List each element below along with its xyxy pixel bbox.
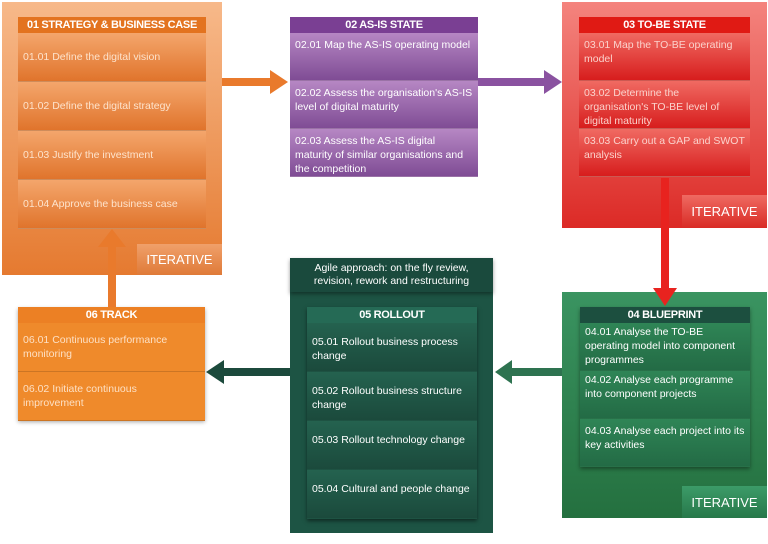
list-item: 02.02 Assess the organisation's AS-IS le… <box>290 81 478 129</box>
list-item: 01.04 Approve the business case <box>18 180 206 229</box>
list-item: 05.03 Rollout technology change <box>307 421 477 470</box>
list-item: 03.02 Determine the organisation's TO-BE… <box>579 81 750 129</box>
list-item: 05.01 Rollout business process change <box>307 323 477 372</box>
stage-02-panel: 02 AS-IS STATE 02.01 Map the AS-IS opera… <box>290 17 478 178</box>
arrow-02-to-03 <box>478 70 562 94</box>
arrow-04-to-05 <box>495 360 562 384</box>
list-item: 06.02 Initiate continuous improvement <box>18 372 205 421</box>
stage-05-note: Agile approach: on the fly review, revis… <box>290 258 493 292</box>
stage-03-iterative-badge: ITERATIVE <box>682 195 767 228</box>
list-item: 04.03 Analyse each project into its key … <box>580 419 750 467</box>
stage-04-iterative-badge: ITERATIVE <box>682 486 767 518</box>
arrow-01-to-02 <box>222 70 288 94</box>
list-item: 02.01 Map the AS-IS operating model <box>290 33 478 81</box>
arrow-06-to-01 <box>98 229 126 307</box>
arrow-03-to-04 <box>653 178 677 306</box>
stage-01-panel: 01 STRATEGY & BUSINESS CASE 01.01 Define… <box>2 2 222 275</box>
stage-05-title: 05 ROLLOUT <box>307 307 477 323</box>
stage-03-list: 03 TO-BE STATE 03.01 Map the TO-BE opera… <box>579 17 750 177</box>
list-item: 04.02 Analyse each programme into compon… <box>580 371 750 419</box>
list-item: 02.03 Assess the AS-IS digital maturity … <box>290 129 478 177</box>
list-item: 06.01 Continuous performance monitoring <box>18 323 205 372</box>
stage-04-panel: 04 BLUEPRINT 04.01 Analyse the TO-BE ope… <box>562 292 767 518</box>
stage-05-list: 05 ROLLOUT 05.01 Rollout business proces… <box>307 307 477 519</box>
list-item: 04.01 Analyse the TO-BE operating model … <box>580 323 750 371</box>
list-item: 01.03 Justify the investment <box>18 131 206 180</box>
list-item: 03.03 Carry out a GAP and SWOT analysis <box>579 129 750 177</box>
stage-01-iterative-badge: ITERATIVE <box>137 244 222 275</box>
stage-05-panel: Agile approach: on the fly review, revis… <box>290 258 493 533</box>
stage-01-items: 01.01 Define the digital vision 01.02 De… <box>18 33 206 229</box>
list-item: 05.02 Rollout business structure change <box>307 372 477 421</box>
list-item: 01.02 Define the digital strategy <box>18 82 206 131</box>
stage-03-title: 03 TO-BE STATE <box>579 17 750 33</box>
stage-06-title: 06 TRACK <box>18 307 205 323</box>
stage-01-title: 01 STRATEGY & BUSINESS CASE <box>18 17 206 33</box>
arrow-05-to-06 <box>206 360 290 384</box>
stage-04-list: 04 BLUEPRINT 04.01 Analyse the TO-BE ope… <box>580 307 750 467</box>
list-item: 05.04 Cultural and people change <box>307 470 477 519</box>
stage-04-title: 04 BLUEPRINT <box>580 307 750 323</box>
stage-06-panel: 06 TRACK 06.01 Continuous performance mo… <box>18 307 205 421</box>
list-item: 03.01 Map the TO-BE operating model <box>579 33 750 81</box>
list-item: 01.01 Define the digital vision <box>18 33 206 82</box>
stage-02-title: 02 AS-IS STATE <box>290 17 478 33</box>
